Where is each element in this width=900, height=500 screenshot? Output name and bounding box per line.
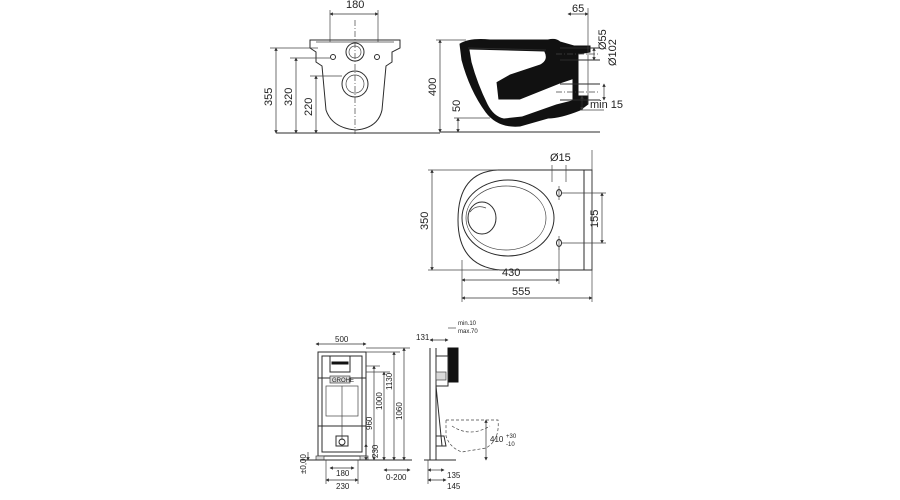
dim-430: 430 — [502, 267, 520, 279]
dim-50: 50 — [451, 100, 463, 112]
dim-555: 555 — [512, 286, 530, 298]
plan-view: Ø15 350 155 430 555 — [419, 150, 606, 302]
dim-131: 131 — [416, 333, 430, 342]
grohe-logo: GROHE — [332, 378, 354, 384]
dim-65: 65 — [572, 3, 584, 15]
dim-1060: 1060 — [395, 402, 404, 420]
dim-180-top: 180 — [346, 0, 364, 11]
dim-400: 400 — [427, 78, 439, 96]
dim-0-200: 0-200 — [386, 473, 407, 482]
frame-front-view: 500 GROHE 960 1000 1130 1060 — [299, 335, 412, 491]
dim-220: 220 — [303, 98, 315, 116]
dim-1000: 1000 — [375, 392, 384, 410]
zero-level: ±0,00 — [299, 453, 308, 474]
dim-1130: 1130 — [385, 372, 394, 390]
dim-145: 145 — [447, 482, 461, 491]
dim-500: 500 — [335, 335, 349, 344]
tol-plus: +30 — [506, 434, 517, 440]
frame-side-view: 131 min.10 max.70 410 +30 -10 135 145 — [416, 321, 517, 491]
dim-960: 960 — [365, 416, 374, 430]
wall-max: max.70 — [458, 329, 478, 335]
dim-410: 410 — [490, 435, 504, 444]
dim-350: 350 — [419, 212, 431, 230]
dim-dia-102: Ø102 — [607, 39, 619, 66]
dim-320: 320 — [283, 88, 295, 106]
dim-135: 135 — [447, 471, 461, 480]
dim-180-bottom: 180 — [336, 469, 350, 478]
wall-min: min.10 — [458, 321, 477, 327]
dim-min-15: min 15 — [590, 99, 623, 111]
front-view: 180 355 320 220 — [263, 0, 440, 134]
dim-dia-55: Ø55 — [597, 29, 609, 50]
dim-355: 355 — [263, 88, 275, 106]
dim-dia-15: Ø15 — [550, 152, 571, 164]
dim-155: 155 — [589, 210, 601, 228]
tol-minus: -10 — [506, 442, 515, 448]
dim-230-bottom: 230 — [336, 482, 350, 491]
side-view: 65 Ø55 Ø102 400 50 min 15 — [427, 3, 623, 133]
dim-230-right: 230 — [371, 444, 380, 458]
